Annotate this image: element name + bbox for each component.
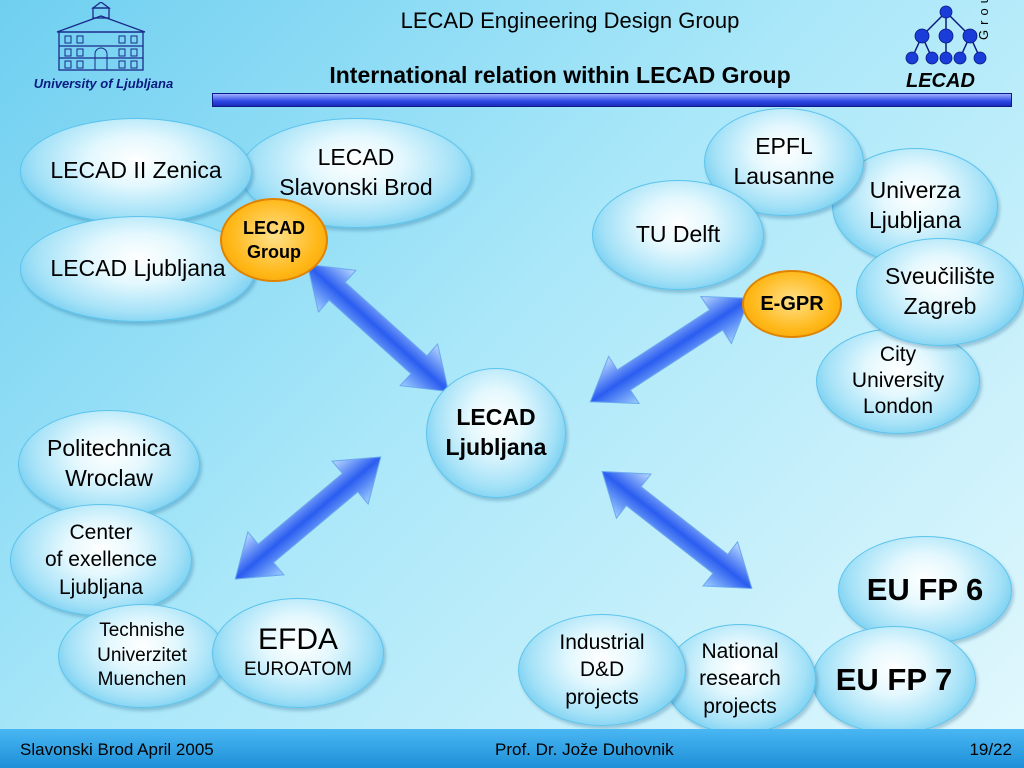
node-tu-delft[interactable]: TU Delft [592,180,764,290]
node-politechnica-wroclaw[interactable]: Politechnica Wroclaw [18,410,200,518]
node-efda-euroatom[interactable]: EFDA EUROATOM [212,598,384,708]
efda-subtitle: EUROATOM [243,658,353,680]
arrow-top-right [574,274,766,426]
node-city-university-london[interactable]: City University London [816,328,980,434]
node-eu-fp6[interactable]: EU FP 6 [838,536,1012,644]
footer-location-date: Slavonski Brod April 2005 [20,740,214,759]
lecad-logo-text: LECAD [906,70,975,92]
group-title: LECAD Engineering Design Group [400,8,740,33]
node-technishe-univerzitet-muenchen[interactable]: Technishe Univerzitet Muenchen [58,604,226,708]
university-building-icon [56,1,146,71]
university-logo [55,1,147,74]
arrow-bottom-left [216,434,400,602]
node-industrial-dd-projects[interactable]: Industrial D&D projects [518,614,686,726]
node-center-of-exellence[interactable]: Center of exellence Ljubljana [10,504,192,616]
node-sveuciliste-zagreb[interactable]: Sveučilište Zagreb [856,238,1024,346]
efda-title: EFDA [257,623,338,657]
node-eu-fp7[interactable]: EU FP 7 [812,626,976,734]
university-label: University of Ljubljana [33,76,174,91]
node-lecad-ljubljana[interactable]: LECAD Ljubljana [20,216,256,322]
footer-bar [0,729,1024,768]
network-tree-icon [905,5,987,65]
footer-page-number: 19/22 [969,740,1012,759]
title-underline-bar [212,93,1012,107]
node-lecad-ii-zenica[interactable]: LECAD II Zenica [20,118,252,224]
footer-author: Prof. Dr. Jože Duhovnik [495,740,674,759]
badge-lecad-group[interactable]: LECAD Group [220,198,328,282]
node-national-research-projects[interactable]: National research projects [664,624,816,734]
badge-e-gpr[interactable]: E-GPR [742,270,842,338]
arrow-bottom-right [584,448,770,612]
arrow-top-left [288,243,468,413]
hub-lecad-ljubljana[interactable]: LECAD Ljubljana [426,368,566,498]
page-title: International relation within LECAD Grou… [329,62,791,88]
lecad-logo: LECAD Group [900,0,1020,94]
